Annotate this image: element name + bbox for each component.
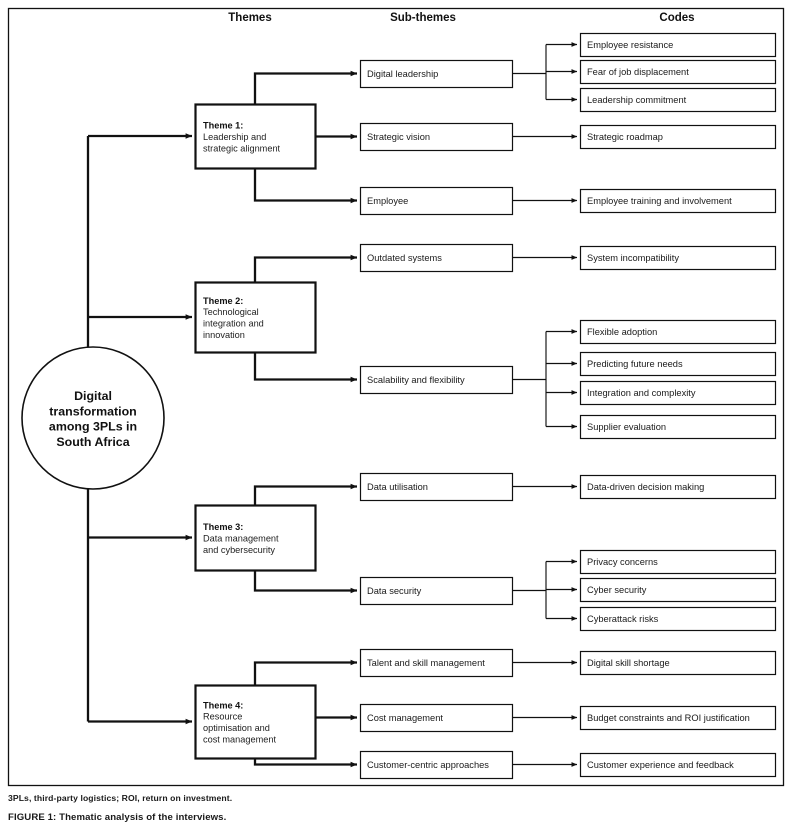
abbreviation-note: 3PLs, third-party logistics; ROI, return… [8, 793, 233, 803]
code-label-digital-leadership-0: Employee resistance [587, 40, 673, 50]
code-label-strategic-vision-0: Strategic roadmap [587, 132, 663, 142]
theme-line-theme-1-2: strategic alignment [203, 143, 281, 153]
code-node-data-security-2[interactable]: Cyberattack risks [579, 606, 777, 632]
code-label-scalability-and-flexibility-3: Supplier evaluation [587, 422, 666, 432]
link-theme-1-to-employee [253, 168, 358, 204]
code-label-employee-0: Employee training and involvement [587, 196, 732, 206]
code-label-data-utilisation-0: Data-driven decision making [587, 482, 704, 492]
central-concept-line-0: Digital [74, 389, 112, 403]
code-node-digital-leadership-1[interactable]: Fear of job displacement [579, 59, 777, 85]
subtheme-node-outdated-systems[interactable]: Outdated systems [359, 243, 514, 273]
central-concept-line-2: among 3PLs in [49, 420, 137, 434]
column-header-1: Sub-themes [390, 12, 456, 24]
subtheme-node-talent-and-skill-management[interactable]: Talent and skill management [359, 648, 514, 678]
subtheme-label-strategic-vision: Strategic vision [367, 132, 430, 142]
code-node-digital-leadership-2[interactable]: Leadership commitment [579, 87, 777, 113]
column-header-0: Themes [228, 12, 271, 24]
theme-title-theme-1: Theme 1: [203, 121, 243, 131]
code-node-scalability-and-flexibility-0[interactable]: Flexible adoption [579, 319, 777, 345]
subtheme-node-strategic-vision[interactable]: Strategic vision [359, 122, 514, 152]
subtheme-label-outdated-systems: Outdated systems [367, 253, 442, 263]
theme-line-theme-2-1: Technological [203, 307, 259, 317]
subtheme-node-scalability-and-flexibility[interactable]: Scalability and flexibility [359, 365, 514, 395]
link-theme-3-to-data-security [253, 570, 358, 594]
theme-line-theme-3-2: and cybersecurity [203, 545, 275, 555]
subtheme-label-data-utilisation: Data utilisation [367, 482, 428, 492]
subtheme-node-digital-leadership[interactable]: Digital leadership [359, 59, 514, 89]
link-theme-2-to-scalability-and-flexibility [253, 352, 358, 383]
central-concept-line-3: South Africa [56, 435, 129, 449]
subtheme-node-data-utilisation[interactable]: Data utilisation [359, 472, 514, 502]
column-headers: Themes Sub-themes Codes [228, 12, 694, 24]
link-theme-4-to-customer-centric-approaches [253, 758, 358, 768]
subtheme-label-employee: Employee [367, 196, 408, 206]
code-node-data-security-1[interactable]: Cyber security [579, 577, 777, 603]
code-node-scalability-and-flexibility-2[interactable]: Integration and complexity [579, 380, 777, 406]
subtheme-label-customer-centric-approaches: Customer-centric approaches [367, 760, 489, 770]
subtheme-label-talent-and-skill-management: Talent and skill management [367, 658, 485, 668]
code-label-cost-management-0: Budget constraints and ROI justification [587, 713, 750, 723]
link-theme-4-to-talent-and-skill-management [253, 659, 358, 685]
theme-line-theme-2-3: innovation [203, 330, 245, 340]
subtheme-node-customer-centric-approaches[interactable]: Customer-centric approaches [359, 750, 514, 780]
code-node-scalability-and-flexibility-3[interactable]: Supplier evaluation [579, 414, 777, 440]
code-node-outdated-systems-0[interactable]: System incompatibility [579, 245, 777, 271]
code-label-scalability-and-flexibility-2: Integration and complexity [587, 388, 696, 398]
subtheme-label-data-security: Data security [367, 586, 422, 596]
code-label-outdated-systems-0: System incompatibility [587, 253, 679, 263]
subtheme-node-cost-management[interactable]: Cost management [359, 703, 514, 733]
code-node-scalability-and-flexibility-1[interactable]: Predicting future needs [579, 351, 777, 377]
code-label-customer-centric-approaches-0: Customer experience and feedback [587, 760, 734, 770]
theme-node-theme-3[interactable]: Theme 3:Data management and cybersecurity [194, 504, 317, 572]
code-node-talent-and-skill-management-0[interactable]: Digital skill shortage [579, 650, 777, 676]
theme-line-theme-4-3: cost management [203, 735, 276, 745]
theme-line-theme-1-1: Leadership and [203, 132, 266, 142]
code-label-data-security-0: Privacy concerns [587, 557, 658, 567]
subtheme-node-data-security[interactable]: Data security [359, 576, 514, 606]
theme-node-theme-2[interactable]: Theme 2:Technological integration andinno… [194, 281, 317, 354]
code-label-data-security-2: Cyberattack risks [587, 614, 659, 624]
code-node-digital-leadership-0[interactable]: Employee resistance [579, 32, 777, 58]
code-node-employee-0[interactable]: Employee training and involvement [579, 188, 777, 214]
connector-lines [86, 42, 578, 768]
subtheme-label-digital-leadership: Digital leadership [367, 69, 438, 79]
theme-title-theme-2: Theme 2: [203, 296, 243, 306]
code-node-strategic-vision-0[interactable]: Strategic roadmap [579, 124, 777, 150]
subtheme-label-cost-management: Cost management [367, 713, 443, 723]
link-theme-2-to-outdated-systems [253, 254, 358, 282]
code-label-talent-and-skill-management-0: Digital skill shortage [587, 658, 670, 668]
figure-caption: FIGURE 1: Thematic analysis of the inter… [8, 812, 227, 823]
theme-title-theme-4: Theme 4: [203, 700, 243, 710]
code-label-digital-leadership-1: Fear of job displacement [587, 67, 689, 77]
code-node-data-utilisation-0[interactable]: Data-driven decision making [579, 474, 777, 500]
code-node-customer-centric-approaches-0[interactable]: Customer experience and feedback [579, 752, 777, 778]
code-label-scalability-and-flexibility-1: Predicting future needs [587, 359, 683, 369]
subtheme-node-employee[interactable]: Employee [359, 186, 514, 216]
subtheme-label-scalability-and-flexibility: Scalability and flexibility [367, 375, 465, 385]
link-theme-1-to-digital-leadership [253, 70, 358, 104]
figure-border [7, 7, 785, 787]
code-label-digital-leadership-2: Leadership commitment [587, 95, 687, 105]
code-node-data-security-0[interactable]: Privacy concerns [579, 549, 777, 575]
theme-line-theme-4-2: optimisation and [203, 723, 270, 733]
theme-line-theme-4-1: Resource [203, 712, 242, 722]
theme-title-theme-3: Theme 3: [203, 522, 243, 532]
link-theme-3-to-data-utilisation [253, 483, 358, 505]
theme-line-theme-2-2: integration and [203, 319, 264, 329]
code-label-data-security-1: Cyber security [587, 585, 647, 595]
central-concept-line-1: transformation [49, 404, 136, 418]
column-header-2: Codes [659, 12, 694, 24]
code-node-cost-management-0[interactable]: Budget constraints and ROI justification [579, 705, 777, 731]
code-label-scalability-and-flexibility-0: Flexible adoption [587, 327, 657, 337]
theme-line-theme-3-1: Data management [203, 533, 279, 543]
